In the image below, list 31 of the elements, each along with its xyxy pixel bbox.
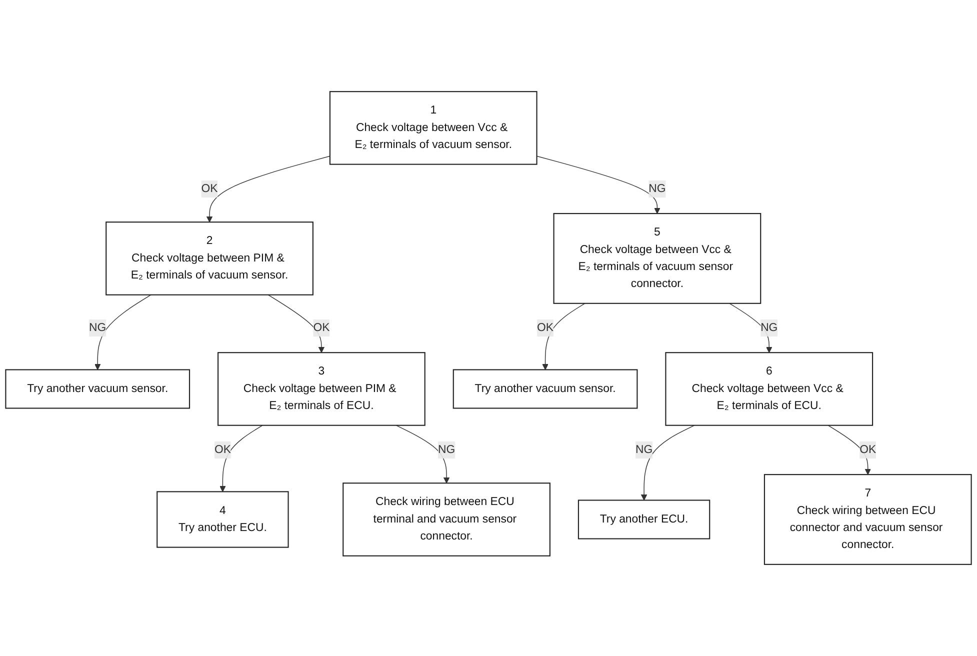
arrow: [94, 294, 152, 370]
node-box: 6 Check voltage between Vcc & E₂ terminals of ECU.: [665, 352, 874, 426]
edge-label: OK: [860, 444, 876, 456]
arrow: [536, 156, 660, 214]
node-box: Check wiring between ECU terminal and vacuum sensor connector.: [342, 482, 550, 556]
edge-label: NG: [760, 322, 778, 334]
arrow: [542, 303, 586, 370]
node-box: Try another vacuum sensor.: [452, 369, 638, 409]
node-box: 4 Try another ECU.: [156, 491, 289, 548]
arrow: [729, 303, 772, 353]
node-box: Try another vacuum sensor.: [5, 369, 190, 409]
node-box: 2 Check voltage between PIM & E₂ terminals of vacuum sensor.: [106, 222, 314, 296]
edge-label: NG: [89, 322, 106, 334]
edge-label: OK: [214, 444, 231, 456]
node-box: 5 Check voltage between Vcc & E₂ terminals of vacuum sensor connector.: [553, 213, 762, 304]
arrow: [396, 425, 450, 484]
arrow: [640, 425, 695, 501]
node-box: 3 Check voltage between PIM & E₂ terminals of ECU.: [218, 352, 426, 426]
edge-label: OK: [537, 322, 554, 334]
edge-label: NG: [438, 444, 456, 456]
edge-label: NG: [635, 444, 653, 456]
arrow: [206, 156, 330, 222]
node-box: Try another ECU.: [578, 500, 710, 540]
arrow: [268, 294, 325, 353]
arrow: [220, 425, 263, 492]
edge-label: OK: [201, 182, 218, 195]
node-box: 1 Check voltage between Vcc & E₂ terminals of vacuum sensor.: [329, 91, 538, 165]
edge-label: OK: [313, 322, 330, 334]
arrow: [828, 425, 872, 475]
edge-label: NG: [648, 182, 666, 195]
node-box: 7 Check wiring between ECU connector and vacuum sensor connector.: [764, 474, 972, 565]
